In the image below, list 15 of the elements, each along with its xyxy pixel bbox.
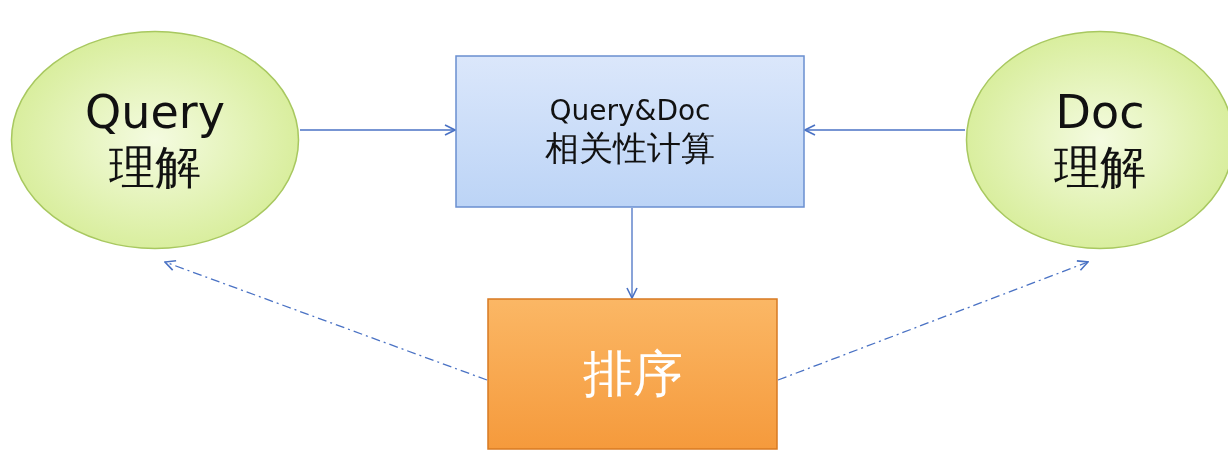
process-box xyxy=(487,298,778,450)
arrow xyxy=(626,207,638,299)
node-label: 排序 xyxy=(582,344,683,404)
node-subtitle: 理解 xyxy=(1054,140,1146,196)
dashed-arrow xyxy=(777,260,1089,381)
ellipse-node xyxy=(10,30,300,250)
node-subtitle: 理解 xyxy=(109,140,201,196)
node-title: Query&Doc xyxy=(549,94,711,128)
arrow xyxy=(804,124,966,136)
node-title: Doc xyxy=(1055,84,1145,140)
process-box xyxy=(455,55,805,208)
arrow xyxy=(299,124,456,136)
node-subtitle: 相关性计算 xyxy=(545,127,715,169)
node-title: Query xyxy=(85,84,225,140)
dashed-arrow xyxy=(164,259,488,381)
